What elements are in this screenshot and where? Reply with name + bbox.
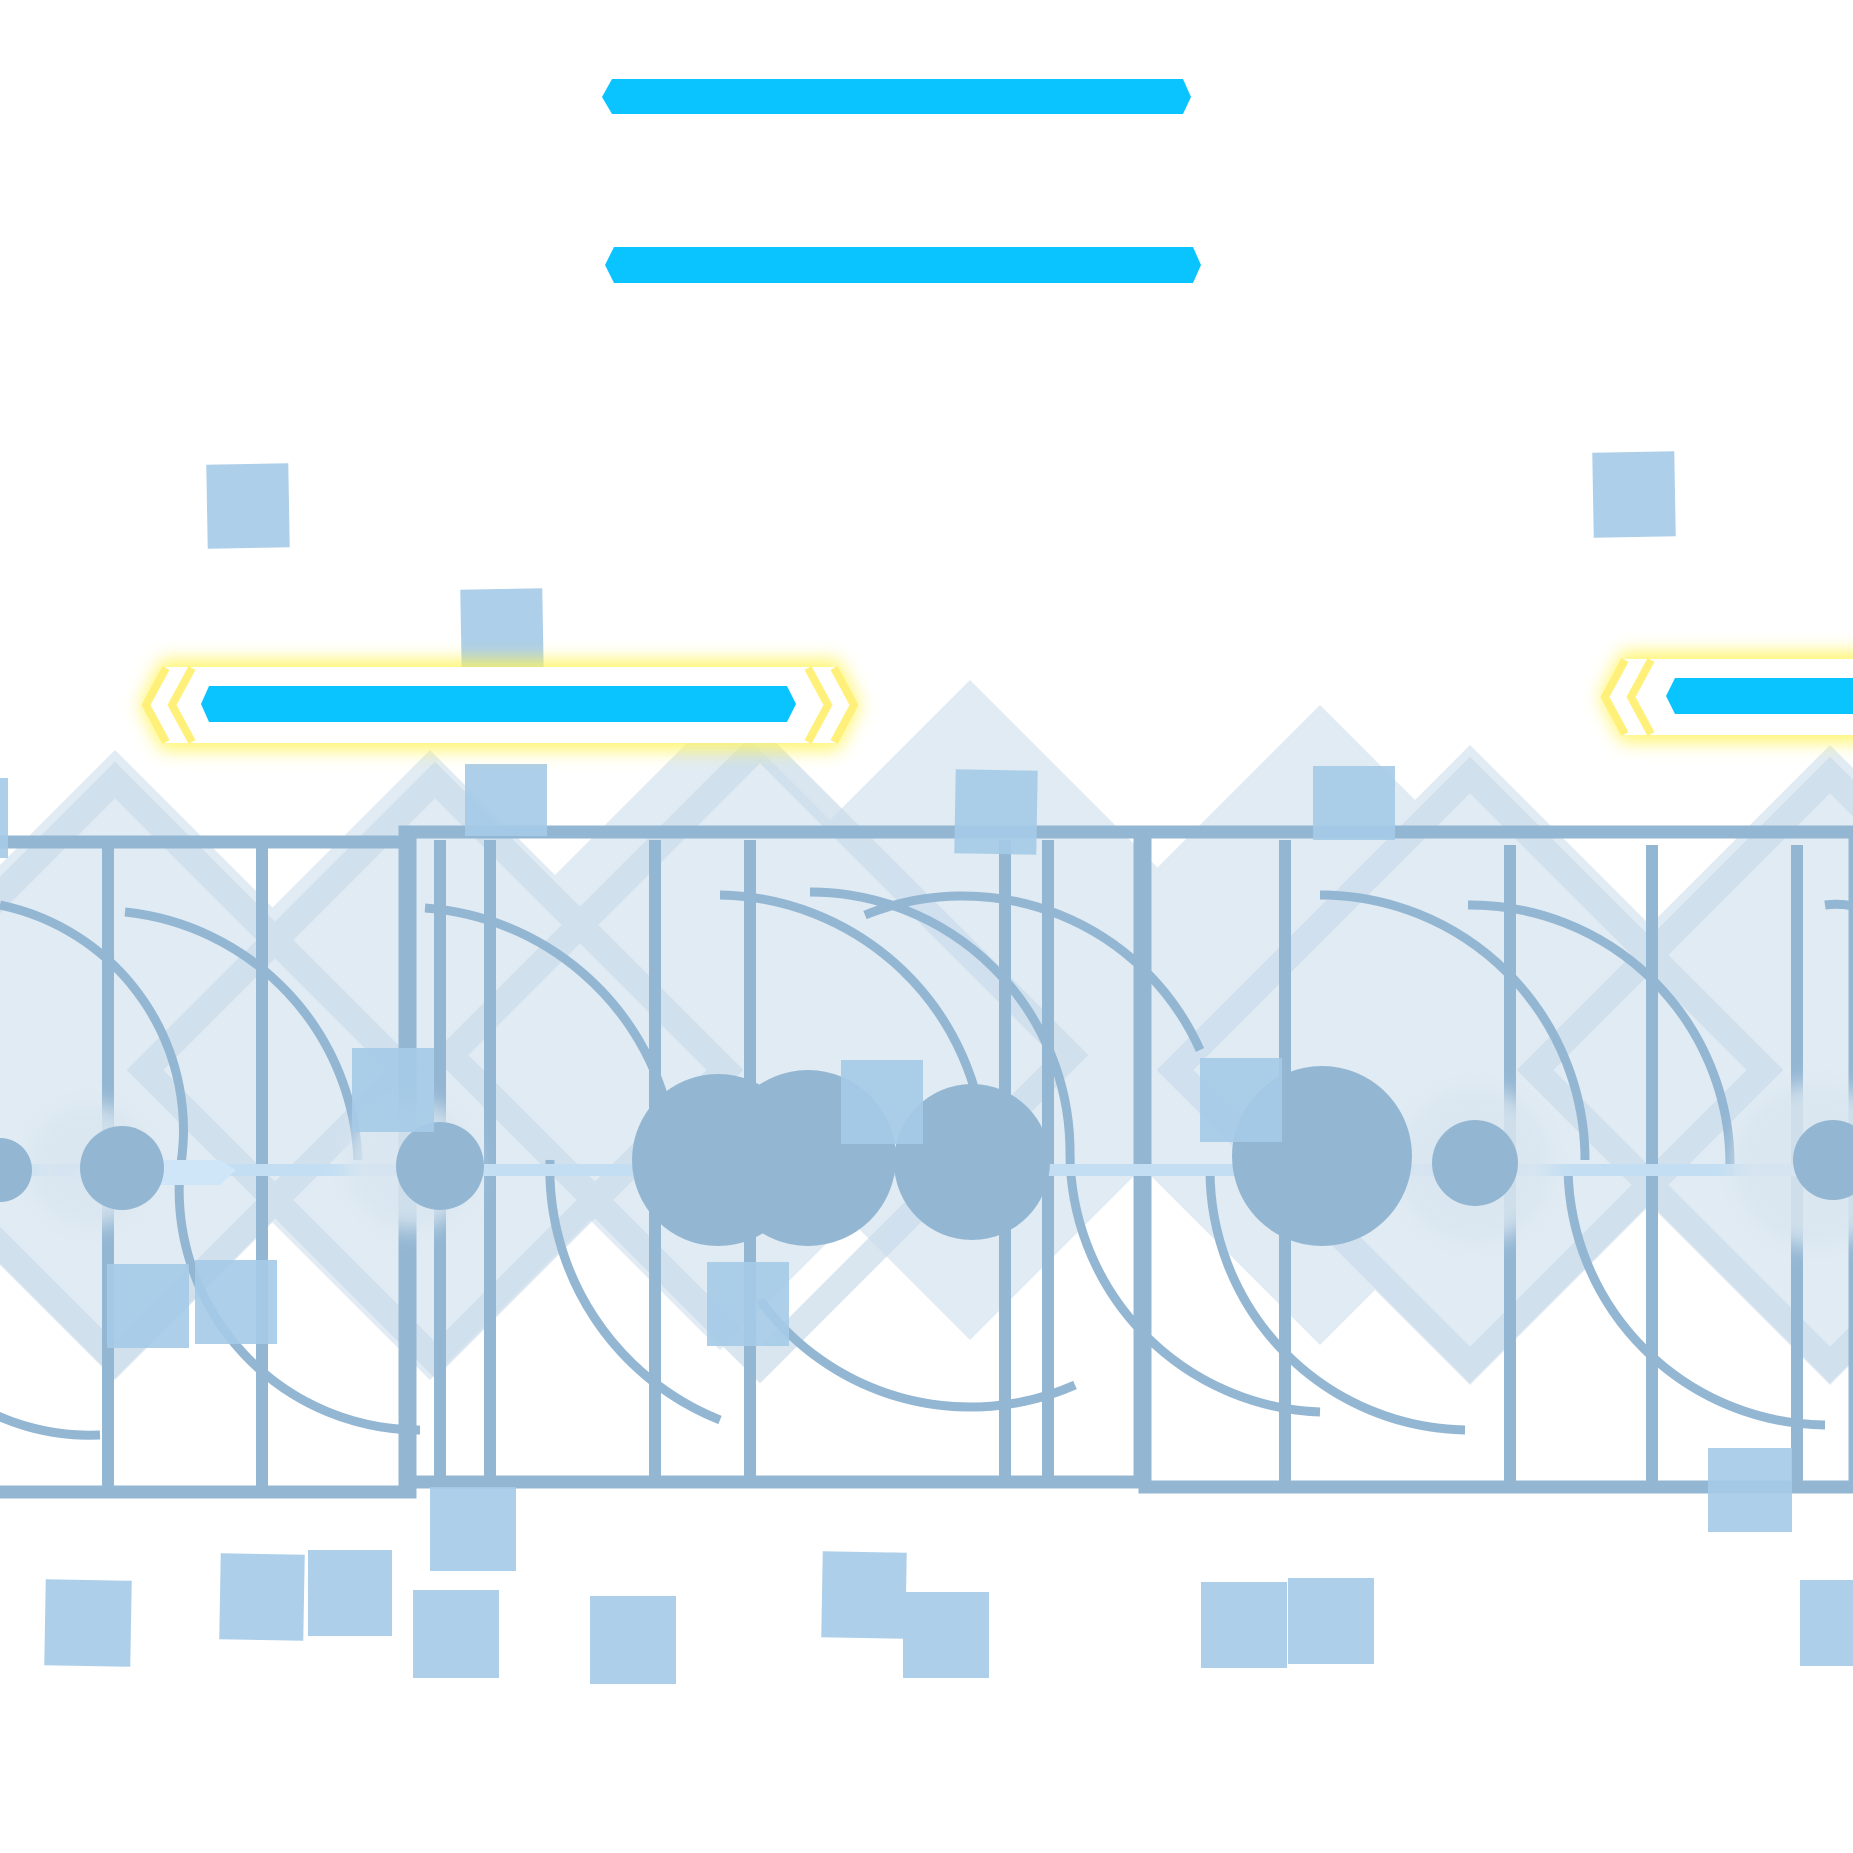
scatter-block (1708, 1448, 1792, 1532)
chevron-left-icon (141, 666, 196, 744)
scatter-block (841, 1060, 923, 1144)
scatter-block (821, 1551, 907, 1639)
scatter-block (0, 778, 8, 858)
scatter-block (44, 1579, 132, 1667)
diamond-outline (1516, 756, 1853, 1384)
scatter-block (352, 1048, 434, 1132)
scatter-block (219, 1553, 305, 1641)
orb (80, 1126, 164, 1210)
scatter-block (707, 1262, 789, 1346)
note-bar-active-left[interactable] (140, 660, 860, 750)
scatter-block (413, 1590, 499, 1678)
scatter-blocks (0, 451, 1853, 1684)
arc (0, 1411, 101, 1440)
scatter-block (465, 764, 547, 836)
scatter-block (1200, 1058, 1282, 1142)
scatter-block (107, 1264, 189, 1348)
scatter-block (1592, 451, 1676, 538)
chevron-left-icon (1600, 658, 1655, 736)
arc-layer (0, 887, 1853, 1440)
arc (424, 903, 675, 1121)
arc (0, 900, 188, 1171)
scatter-block (206, 463, 290, 549)
scatter-block (1800, 1580, 1853, 1666)
scatter-block (903, 1592, 989, 1678)
arc (809, 887, 1075, 1151)
note-bar (1666, 678, 1853, 714)
scatter-block (460, 588, 544, 674)
arc (1563, 1169, 1826, 1430)
scatter-block (1313, 766, 1395, 840)
note-bar-active-right[interactable] (1600, 652, 1853, 742)
note-bar-top[interactable] (602, 79, 1191, 114)
arc (124, 907, 363, 1161)
note-bar-second[interactable] (605, 247, 1201, 283)
diamond-outline (1156, 756, 1784, 1384)
orb (894, 1084, 1050, 1240)
scatter-block (308, 1550, 392, 1636)
arc (863, 891, 1205, 1052)
orbs (0, 1066, 1853, 1246)
arc (1467, 900, 1735, 1171)
orb (396, 1122, 484, 1210)
scatter-block (954, 769, 1038, 855)
scatter-block (195, 1260, 277, 1344)
scatter-block (590, 1596, 676, 1684)
arc (1824, 899, 1853, 911)
arc (1205, 1169, 1466, 1435)
chevron-right-icon (804, 666, 859, 744)
diamond-outline (0, 761, 424, 1379)
arc (756, 1297, 1077, 1412)
arc (1065, 1149, 1321, 1417)
scatter-block (430, 1487, 516, 1571)
arc (545, 1159, 722, 1425)
highlight-inner (181, 677, 820, 733)
orb (0, 1138, 32, 1202)
orb (1793, 1120, 1853, 1200)
arc (1319, 890, 1590, 1161)
arc (174, 1169, 421, 1435)
scatter-block (1288, 1578, 1374, 1664)
note-bar (201, 686, 796, 722)
scatter-block (1201, 1582, 1287, 1668)
orb (1432, 1120, 1518, 1206)
